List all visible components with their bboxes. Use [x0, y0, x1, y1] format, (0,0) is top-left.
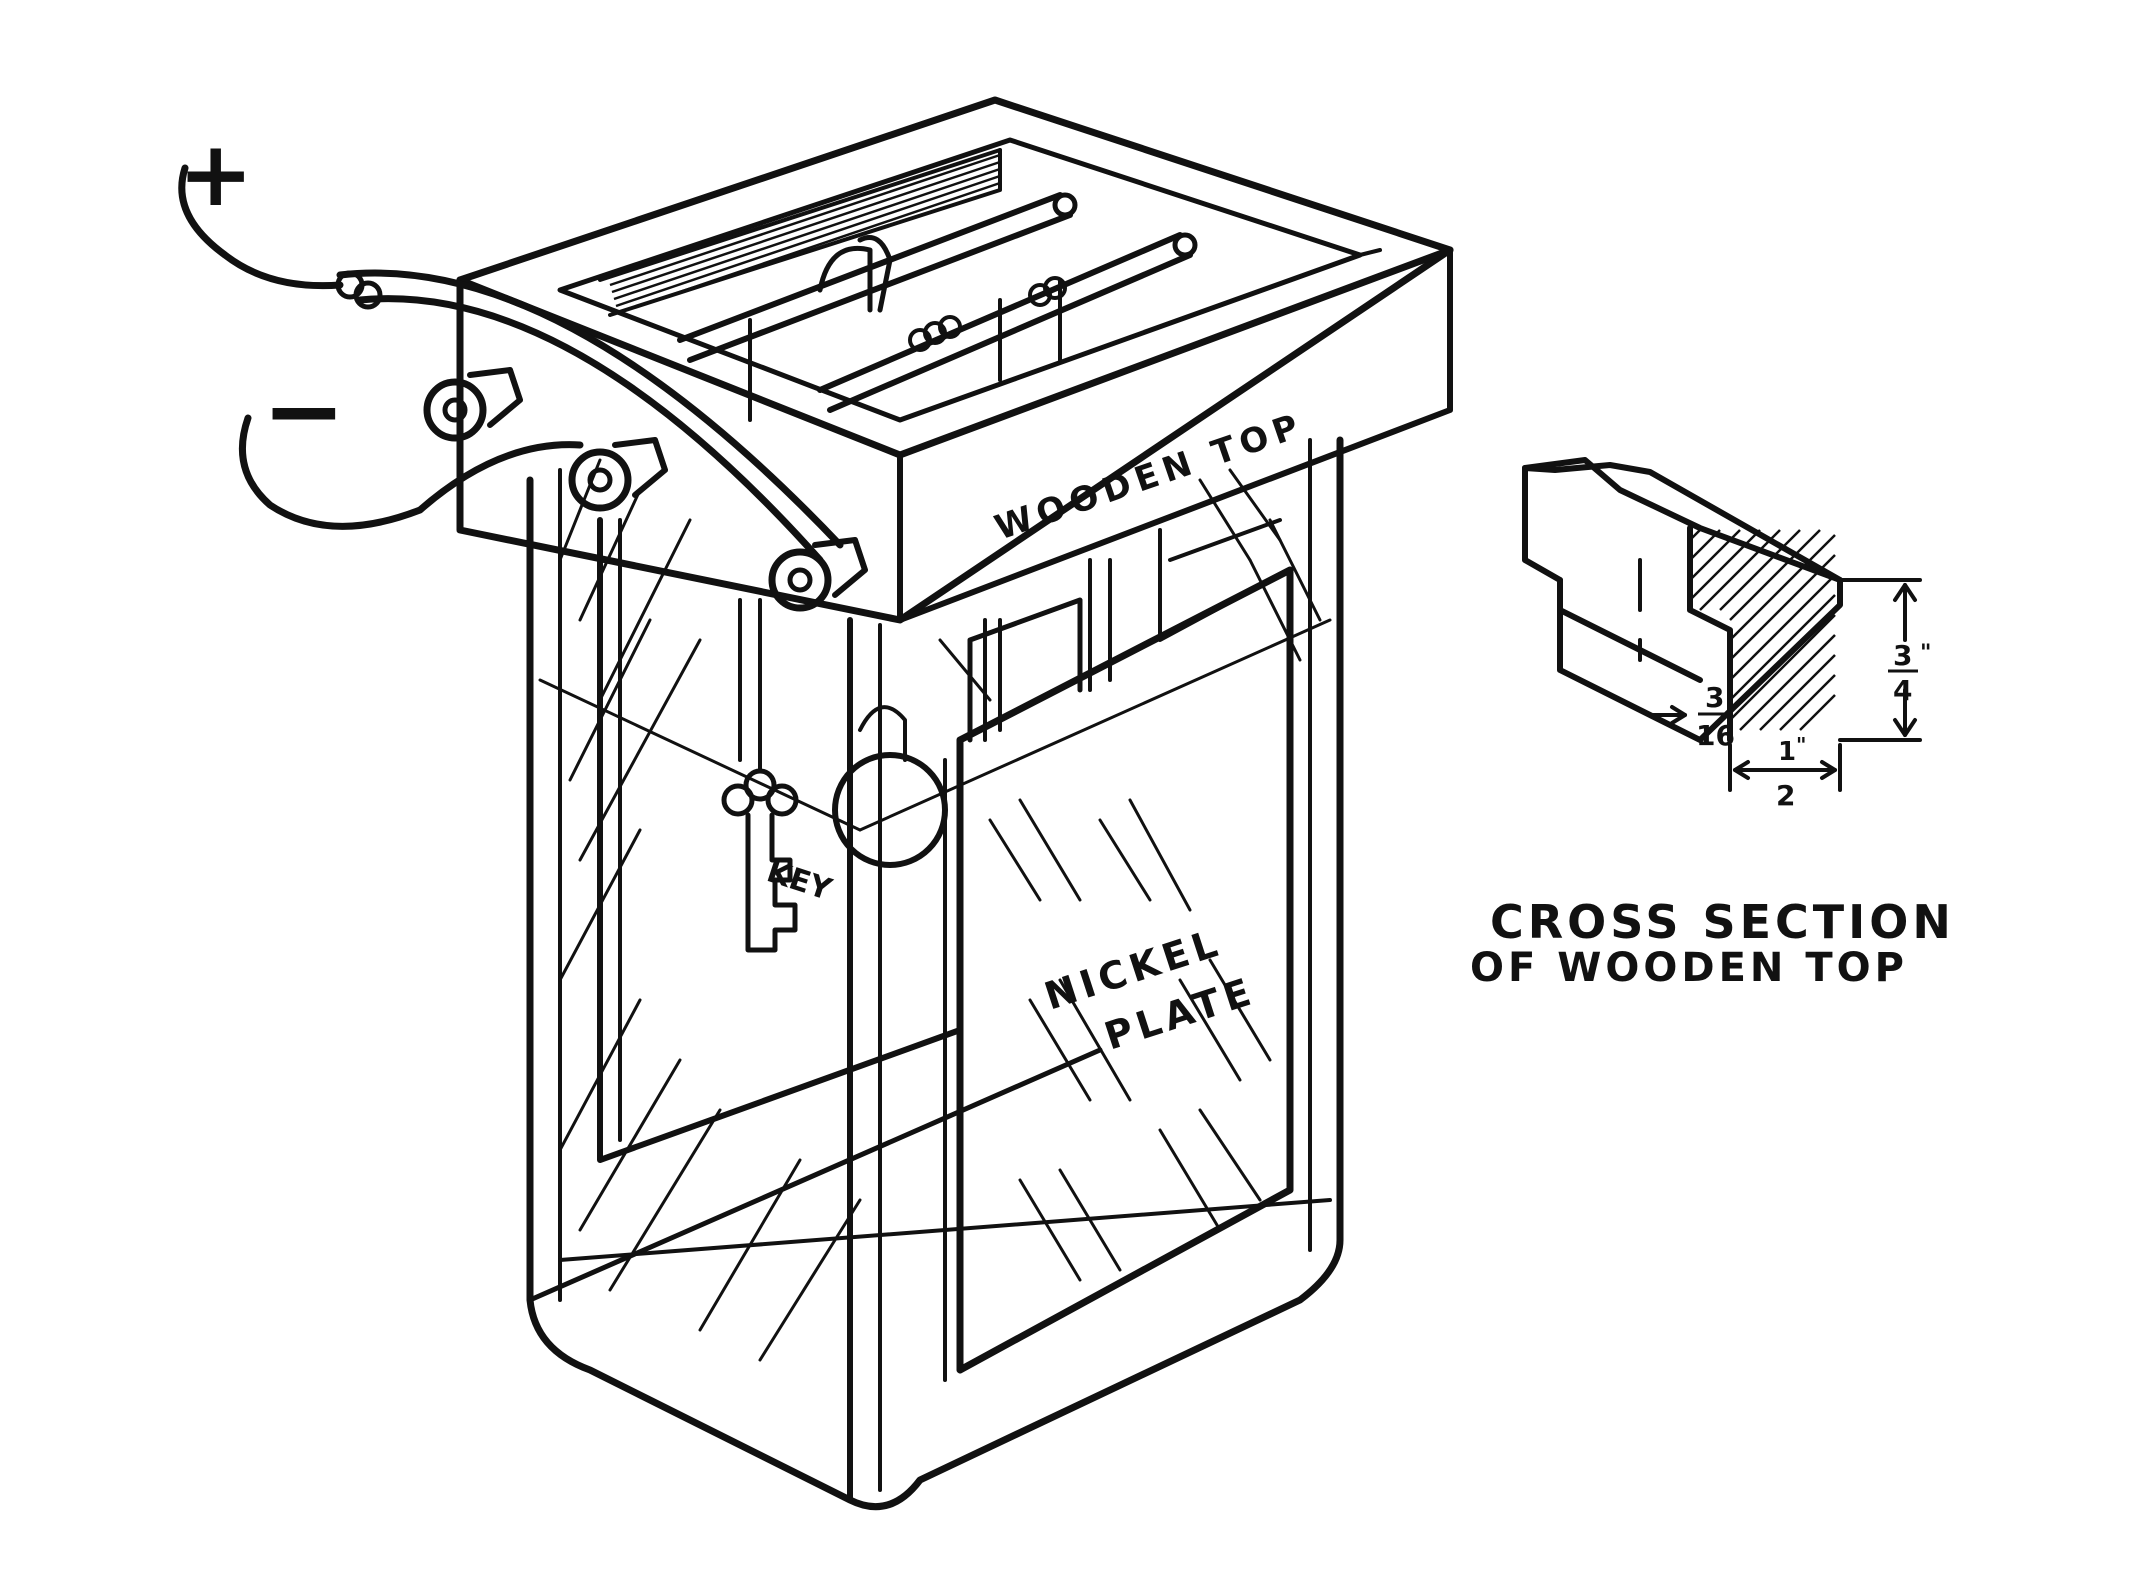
svg-text:4: 4 — [1893, 674, 1912, 707]
svg-text:3: 3 — [1893, 639, 1912, 672]
wooden-top-frame — [456, 96, 1454, 624]
support-rods — [677, 192, 1198, 422]
svg-text:": " — [1920, 641, 1931, 666]
lead-wires — [178, 164, 584, 530]
svg-text:2: 2 — [1776, 779, 1795, 812]
svg-text:1: 1 — [1778, 737, 1796, 767]
hanger-wires — [738, 558, 1112, 772]
wire-ring — [832, 705, 948, 868]
back-rim-shading — [609, 153, 1001, 315]
nickel-plate — [943, 518, 1294, 1382]
glass-reflection-hatching — [558, 458, 1322, 1362]
svg-text:3: 3 — [1705, 681, 1724, 714]
svg-text:16: 16 — [1696, 719, 1735, 752]
wire-bracket — [336, 269, 844, 564]
dimension-three-sixteenths: 3 16 — [1696, 681, 1735, 752]
cross-section-caption-line1: CROSS SECTION — [1490, 895, 1955, 949]
dimension-three-quarters: 3 4 " — [1888, 639, 1931, 707]
svg-text:": " — [1796, 733, 1806, 757]
anode-back-plate — [597, 517, 963, 1163]
cross-section-drawing — [1522, 457, 1843, 743]
negative-terminal-label: − — [262, 352, 346, 469]
positive-terminal-label: + — [178, 122, 253, 227]
glass-tank — [526, 436, 1344, 1511]
cross-section-caption-line2: OF WOODEN TOP — [1470, 945, 1908, 991]
key-object — [721, 768, 799, 953]
dimension-lines — [1638, 558, 1922, 792]
cross-section-hatching — [1689, 529, 1836, 731]
dimension-one-half: 1 " 2 — [1776, 733, 1806, 812]
